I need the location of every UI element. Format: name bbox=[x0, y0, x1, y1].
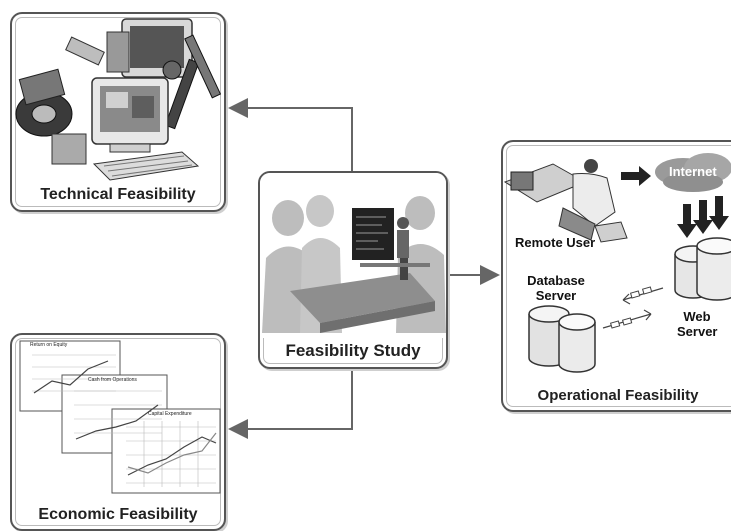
remote-user-label: Remote User bbox=[515, 235, 596, 250]
feasibility-study-title: Feasibility Study bbox=[285, 341, 421, 360]
chart-title-capital-expenditure: Capital Expenditure bbox=[148, 411, 192, 417]
meeting-illustration bbox=[260, 173, 446, 338]
network-illustration bbox=[503, 153, 731, 373]
arrow-icon bbox=[621, 166, 651, 186]
computer-hardware-illustration bbox=[15, 18, 222, 181]
financial-charts-illustration bbox=[19, 340, 221, 494]
technical-feasibility-panel: Technical Feasibility bbox=[10, 12, 226, 212]
chart-title-cash-from-operations: Cash from Operations bbox=[88, 377, 137, 383]
operational-feasibility-title: Operational Feasibility bbox=[537, 387, 699, 404]
chart-title-return-on-equity: Return on Equity bbox=[30, 342, 68, 348]
economic-feasibility-panel: Return on Equity Cash from Operations Ca… bbox=[10, 333, 226, 531]
operational-feasibility-panel: Internet Remote User Database Server Web… bbox=[501, 140, 731, 412]
database-server-label: Database Server bbox=[527, 273, 585, 303]
web-server-label: Web Server bbox=[677, 309, 718, 339]
internet-label: Internet bbox=[669, 164, 717, 179]
arrow-to-economic bbox=[228, 366, 353, 439]
arrow-to-technical bbox=[228, 98, 353, 172]
economic-feasibility-title: Economic Feasibility bbox=[38, 506, 198, 523]
technical-feasibility-title: Technical Feasibility bbox=[40, 186, 196, 203]
feasibility-study-panel: Feasibility Study bbox=[258, 171, 448, 369]
